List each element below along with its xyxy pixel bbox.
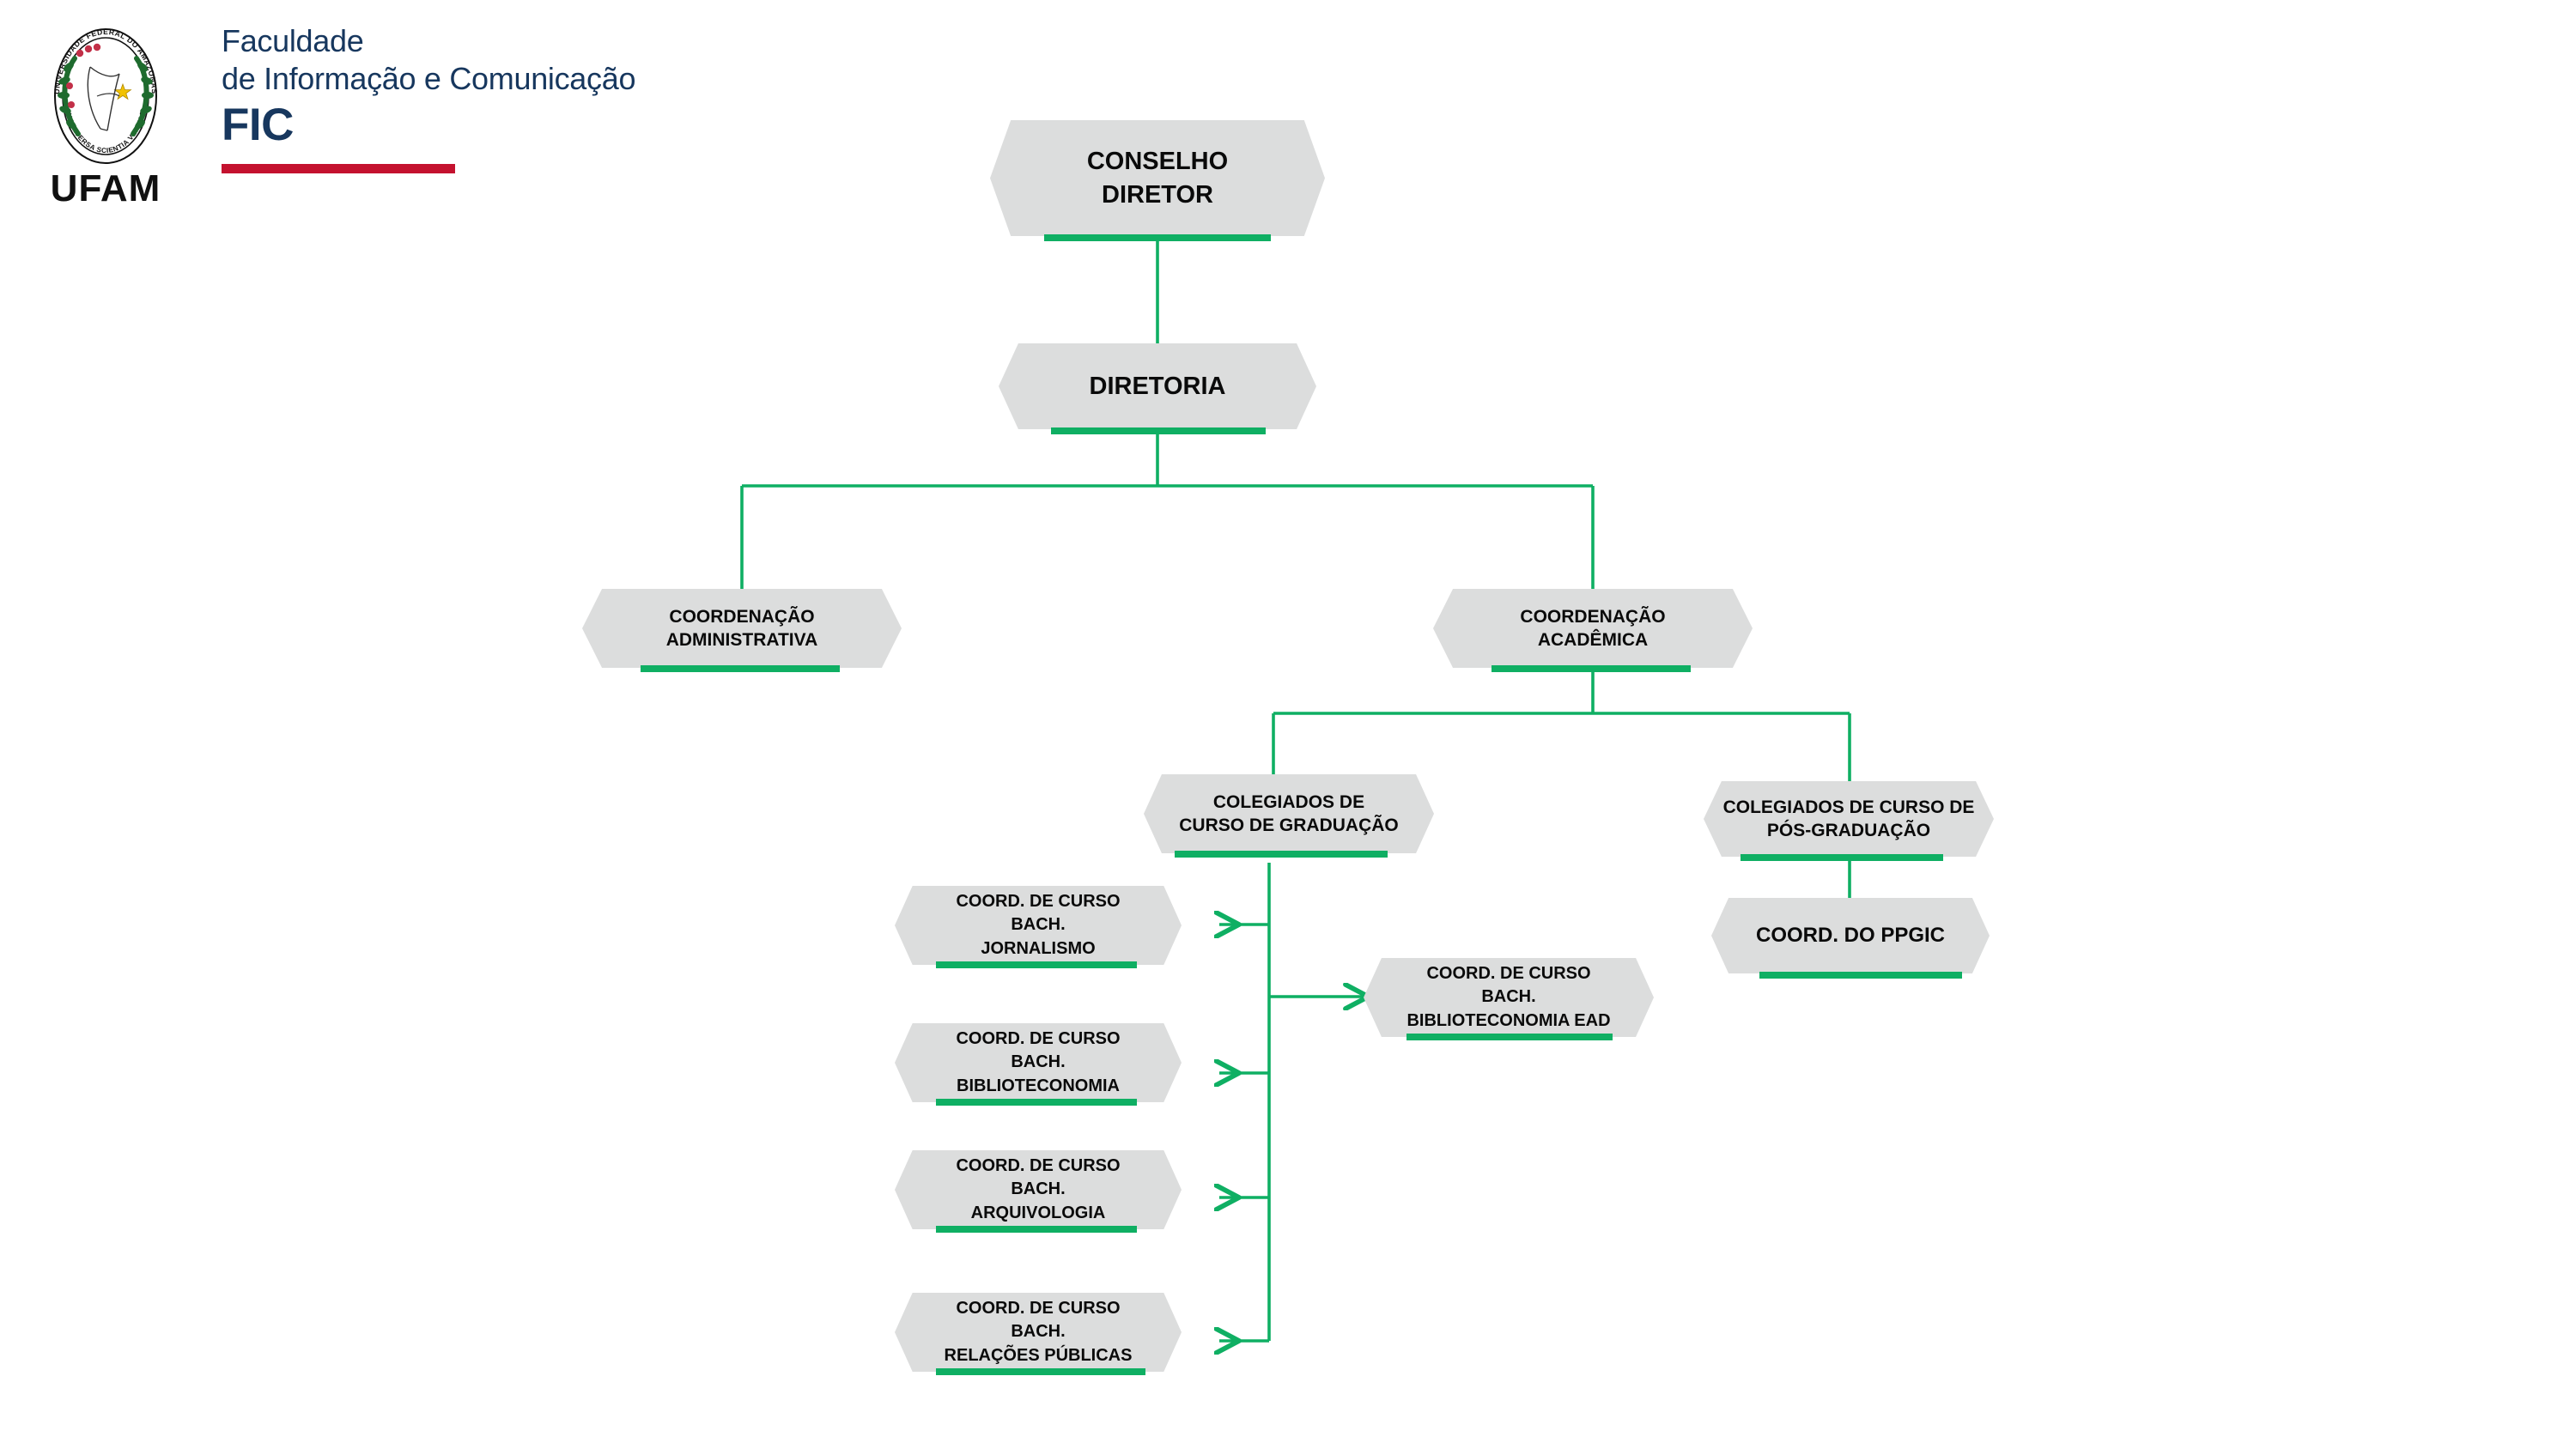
- node-coord-biblioteconomia-label: COORD. DE CURSO BACH. BIBLIOTECONOMIA: [956, 1028, 1121, 1095]
- node-coord-relacoes-publicas-shape: COORD. DE CURSO BACH. RELAÇÕES PÚBLICAS: [895, 1293, 1182, 1372]
- node-coord-biblioteconomia-ead-label: COORD. DE CURSO BACH. BIBLIOTECONOMIA EA…: [1406, 963, 1611, 1030]
- node-coord-relacoes-publicas-label: COORD. DE CURSO BACH. RELAÇÕES PÚBLICAS: [944, 1298, 1133, 1365]
- node-conselho-diretor-shape: CONSELHO DIRETOR: [990, 120, 1325, 236]
- node-coord-jornalismo-underline: [936, 961, 1137, 968]
- node-coord-biblioteconomia-ead[interactable]: COORD. DE CURSO BACH. BIBLIOTECONOMIA EA…: [1364, 958, 1654, 1040]
- node-coord-ppgic-label: COORD. DO PPGIC: [1755, 923, 1946, 947]
- node-coord-administrativa-underline: [641, 665, 840, 672]
- node-colegiados-graduacao-shape: COLEGIADOS DE CURSO DE GRADUAÇÃO: [1144, 774, 1434, 853]
- red-accent-bar: [222, 164, 455, 174]
- node-coord-academica-label: COORDENAÇÃO ACADÊMICA: [1520, 606, 1666, 650]
- node-coord-administrativa-label: COORDENAÇÃO ADMINISTRATIVA: [665, 606, 818, 650]
- faculty-name-line-2: de Informação e Comunicação: [222, 60, 636, 96]
- faculty-acronym: FIC: [222, 99, 294, 150]
- node-coord-arquivologia-underline: [936, 1226, 1137, 1233]
- fic-title-block: Faculdade de Informação e Comunicação FI…: [222, 22, 685, 174]
- node-colegiados-pos-graduacao[interactable]: COLEGIADOS DE CURSO DE PÓS-GRADUAÇÃO: [1704, 781, 1994, 861]
- faculty-name-line-1: Faculdade: [222, 23, 364, 58]
- node-colegiados-graduacao-label: COLEGIADOS DE CURSO DE GRADUAÇÃO: [1179, 791, 1399, 835]
- node-coord-biblioteconomia-ead-shape: COORD. DE CURSO BACH. BIBLIOTECONOMIA EA…: [1364, 958, 1654, 1037]
- node-conselho-diretor-label: CONSELHO DIRETOR: [1086, 148, 1229, 209]
- node-coord-arquivologia-shape: COORD. DE CURSO BACH. ARQUIVOLOGIA: [895, 1150, 1182, 1229]
- node-colegiados-graduacao[interactable]: COLEGIADOS DE CURSO DE GRADUAÇÃO: [1144, 774, 1434, 858]
- node-coord-biblioteconomia-shape: COORD. DE CURSO BACH. BIBLIOTECONOMIA: [895, 1023, 1182, 1102]
- node-coord-biblioteconomia-ead-underline: [1406, 1034, 1613, 1040]
- node-coord-relacoes-publicas-underline: [936, 1368, 1145, 1375]
- node-coord-jornalismo[interactable]: COORD. DE CURSO BACH. JORNALISMO: [895, 886, 1182, 968]
- node-colegiados-pos-graduacao-label: COLEGIADOS DE CURSO DE PÓS-GRADUAÇÃO: [1722, 797, 1975, 840]
- node-diretoria-underline: [1051, 427, 1266, 434]
- node-conselho-diretor[interactable]: CONSELHO DIRETOR: [990, 120, 1325, 241]
- node-coord-administrativa-shape: COORDENAÇÃO ADMINISTRATIVA: [582, 589, 902, 668]
- node-coord-biblioteconomia[interactable]: COORD. DE CURSO BACH. BIBLIOTECONOMIA: [895, 1023, 1182, 1106]
- ufam-seal-icon: UNIVERSIDADE FEDERAL DO AMAZONAS IN UNIV…: [52, 27, 158, 164]
- node-diretoria-shape: DIRETORIA: [999, 343, 1316, 429]
- ufam-wordmark: UFAM: [50, 167, 161, 209]
- ufam-logo-block: UNIVERSIDADE FEDERAL DO AMAZONAS IN UNIV…: [24, 14, 187, 208]
- node-coord-biblioteconomia-underline: [936, 1099, 1137, 1106]
- node-diretoria[interactable]: DIRETORIA: [999, 343, 1316, 434]
- node-colegiados-pos-graduacao-underline: [1741, 854, 1943, 861]
- node-coord-arquivologia-label: COORD. DE CURSO BACH. ARQUIVOLOGIA: [956, 1155, 1121, 1222]
- node-coord-arquivologia[interactable]: COORD. DE CURSO BACH. ARQUIVOLOGIA: [895, 1150, 1182, 1233]
- node-coord-academica-shape: COORDENAÇÃO ACADÊMICA: [1433, 589, 1753, 668]
- node-coord-ppgic-underline: [1759, 972, 1962, 979]
- node-coord-academica-underline: [1492, 665, 1691, 672]
- node-coord-relacoes-publicas[interactable]: COORD. DE CURSO BACH. RELAÇÕES PÚBLICAS: [895, 1293, 1182, 1375]
- node-conselho-diretor-underline: [1044, 234, 1271, 241]
- node-coord-ppgic[interactable]: COORD. DO PPGIC: [1711, 898, 1990, 979]
- node-coord-academica[interactable]: COORDENAÇÃO ACADÊMICA: [1433, 589, 1753, 672]
- node-colegiados-graduacao-underline: [1175, 851, 1388, 858]
- brand-header: UNIVERSIDADE FEDERAL DO AMAZONAS IN UNIV…: [0, 0, 704, 232]
- node-coord-administrativa[interactable]: COORDENAÇÃO ADMINISTRATIVA: [582, 589, 902, 672]
- node-colegiados-pos-graduacao-shape: COLEGIADOS DE CURSO DE PÓS-GRADUAÇÃO: [1704, 781, 1994, 857]
- node-coord-jornalismo-shape: COORD. DE CURSO BACH. JORNALISMO: [895, 886, 1182, 965]
- node-diretoria-label: DIRETORIA: [1089, 372, 1226, 400]
- node-coord-ppgic-shape: COORD. DO PPGIC: [1711, 898, 1990, 973]
- node-coord-jornalismo-label: COORD. DE CURSO BACH. JORNALISMO: [956, 891, 1121, 958]
